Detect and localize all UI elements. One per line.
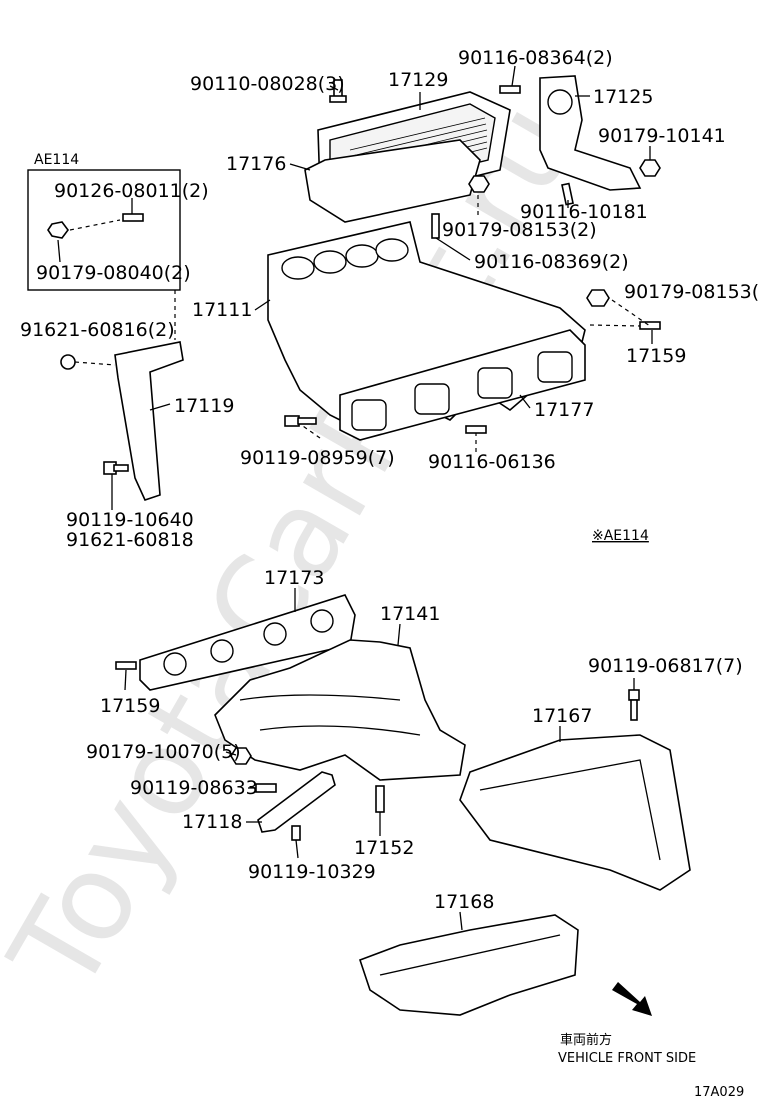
label-90179-10141: 90179-10141 xyxy=(598,125,726,147)
label-vehicle-front-en: VEHICLE FRONT SIDE xyxy=(558,1051,696,1066)
stud-17152[interactable] xyxy=(375,785,385,813)
vehicle-front-arrow xyxy=(612,982,652,1016)
label-17119: 17119 xyxy=(174,395,234,417)
intake-gasket-17177[interactable] xyxy=(339,329,586,441)
label-90126-08011: 90126-08011(2) xyxy=(54,180,209,202)
label-17167: 17167 xyxy=(532,705,592,727)
heat-insulator-17168[interactable] xyxy=(358,914,579,1016)
label-17125: 17125 xyxy=(593,86,653,108)
label-90116-08369: 90116-08369(2) xyxy=(474,251,629,273)
label-90179-08153-b: 90179-08153(2 xyxy=(624,281,760,303)
label-90119-06817: 90119-06817(7) xyxy=(588,655,743,677)
stud-90126-08011 xyxy=(122,213,144,222)
stud-90116-08369[interactable] xyxy=(431,213,440,239)
label-17118: 17118 xyxy=(182,811,242,833)
stud-17159-top[interactable] xyxy=(639,321,661,330)
label-17111: 17111 xyxy=(192,299,252,321)
label-17168: 17168 xyxy=(434,891,494,913)
label-17176: 17176 xyxy=(226,153,286,175)
manifold-stay-17119[interactable] xyxy=(114,341,184,501)
label-90119-08959: 90119-08959(7) xyxy=(240,447,395,469)
label-90119-08633: 90119-08633 xyxy=(130,777,258,799)
label-17141: 17141 xyxy=(380,603,440,625)
nut-90179-08153-a[interactable] xyxy=(468,175,490,193)
bolt-90119-06817[interactable] xyxy=(628,689,640,721)
label-90179-08153-a: 90179-08153(2) xyxy=(442,219,597,241)
nut-90179-10070[interactable] xyxy=(230,747,252,765)
part-labels: 90110-08028(3) 17129 90116-08364(2) 1712… xyxy=(20,47,760,1100)
ae114-detail-box xyxy=(27,169,181,291)
label-91621-60816: 91621-60816(2) xyxy=(20,319,175,341)
bolt-90119-10329[interactable] xyxy=(291,825,301,841)
label-vehicle-front-jp: 車両前方 xyxy=(560,1032,612,1048)
nut-90179-08153-b[interactable] xyxy=(586,289,610,307)
stud-90116-06136[interactable] xyxy=(465,425,487,434)
stud-17159-bottom[interactable] xyxy=(115,661,137,670)
stay-hole xyxy=(547,89,573,115)
label-ae114-box: AE114 xyxy=(34,152,79,168)
label-17173: 17173 xyxy=(264,567,324,589)
exhaust-gasket-17173[interactable] xyxy=(139,594,356,691)
heat-insulator-17167[interactable] xyxy=(459,734,691,891)
label-figure-code: 17A029 xyxy=(694,1085,744,1100)
label-17159-top: 17159 xyxy=(626,345,686,367)
bolt-90119-10640[interactable] xyxy=(103,461,129,475)
manifold-stay-17118[interactable] xyxy=(257,771,336,833)
label-17152: 17152 xyxy=(354,837,414,859)
bolt-90119-08959[interactable] xyxy=(284,415,317,427)
stud-90116-08364[interactable] xyxy=(499,85,521,94)
bolt-90110-08028[interactable] xyxy=(329,79,347,103)
nut-90179-08040 xyxy=(47,221,69,239)
label-90179-10070: 90179-10070(5) xyxy=(86,741,241,763)
label-91621-60818: 91621-60818 xyxy=(66,529,194,551)
label-90116-08364: 90116-08364(2) xyxy=(458,47,613,69)
label-17129: 17129 xyxy=(388,69,448,91)
label-90119-10640: 90119-10640 xyxy=(66,509,194,531)
exhaust-manifold-17141[interactable] xyxy=(214,639,466,781)
label-17159-bottom: 17159 xyxy=(100,695,160,717)
label-ae114-note: ※AE114 xyxy=(592,528,649,544)
nut-91621-60816[interactable] xyxy=(60,354,76,370)
label-90179-08040: 90179-08040(2) xyxy=(36,262,191,284)
label-90119-10329: 90119-10329 xyxy=(248,861,376,883)
leader-lines xyxy=(57,65,653,931)
label-90110-08028: 90110-08028(3) xyxy=(190,73,345,95)
nut-90179-10141[interactable] xyxy=(639,159,661,177)
label-17177: 17177 xyxy=(534,399,594,421)
bolt-90119-08633[interactable] xyxy=(255,783,277,793)
stud-90116-10181[interactable] xyxy=(561,182,574,206)
label-90116-10181: 90116-10181 xyxy=(520,201,648,223)
label-90116-06136: 90116-06136 xyxy=(428,451,556,473)
